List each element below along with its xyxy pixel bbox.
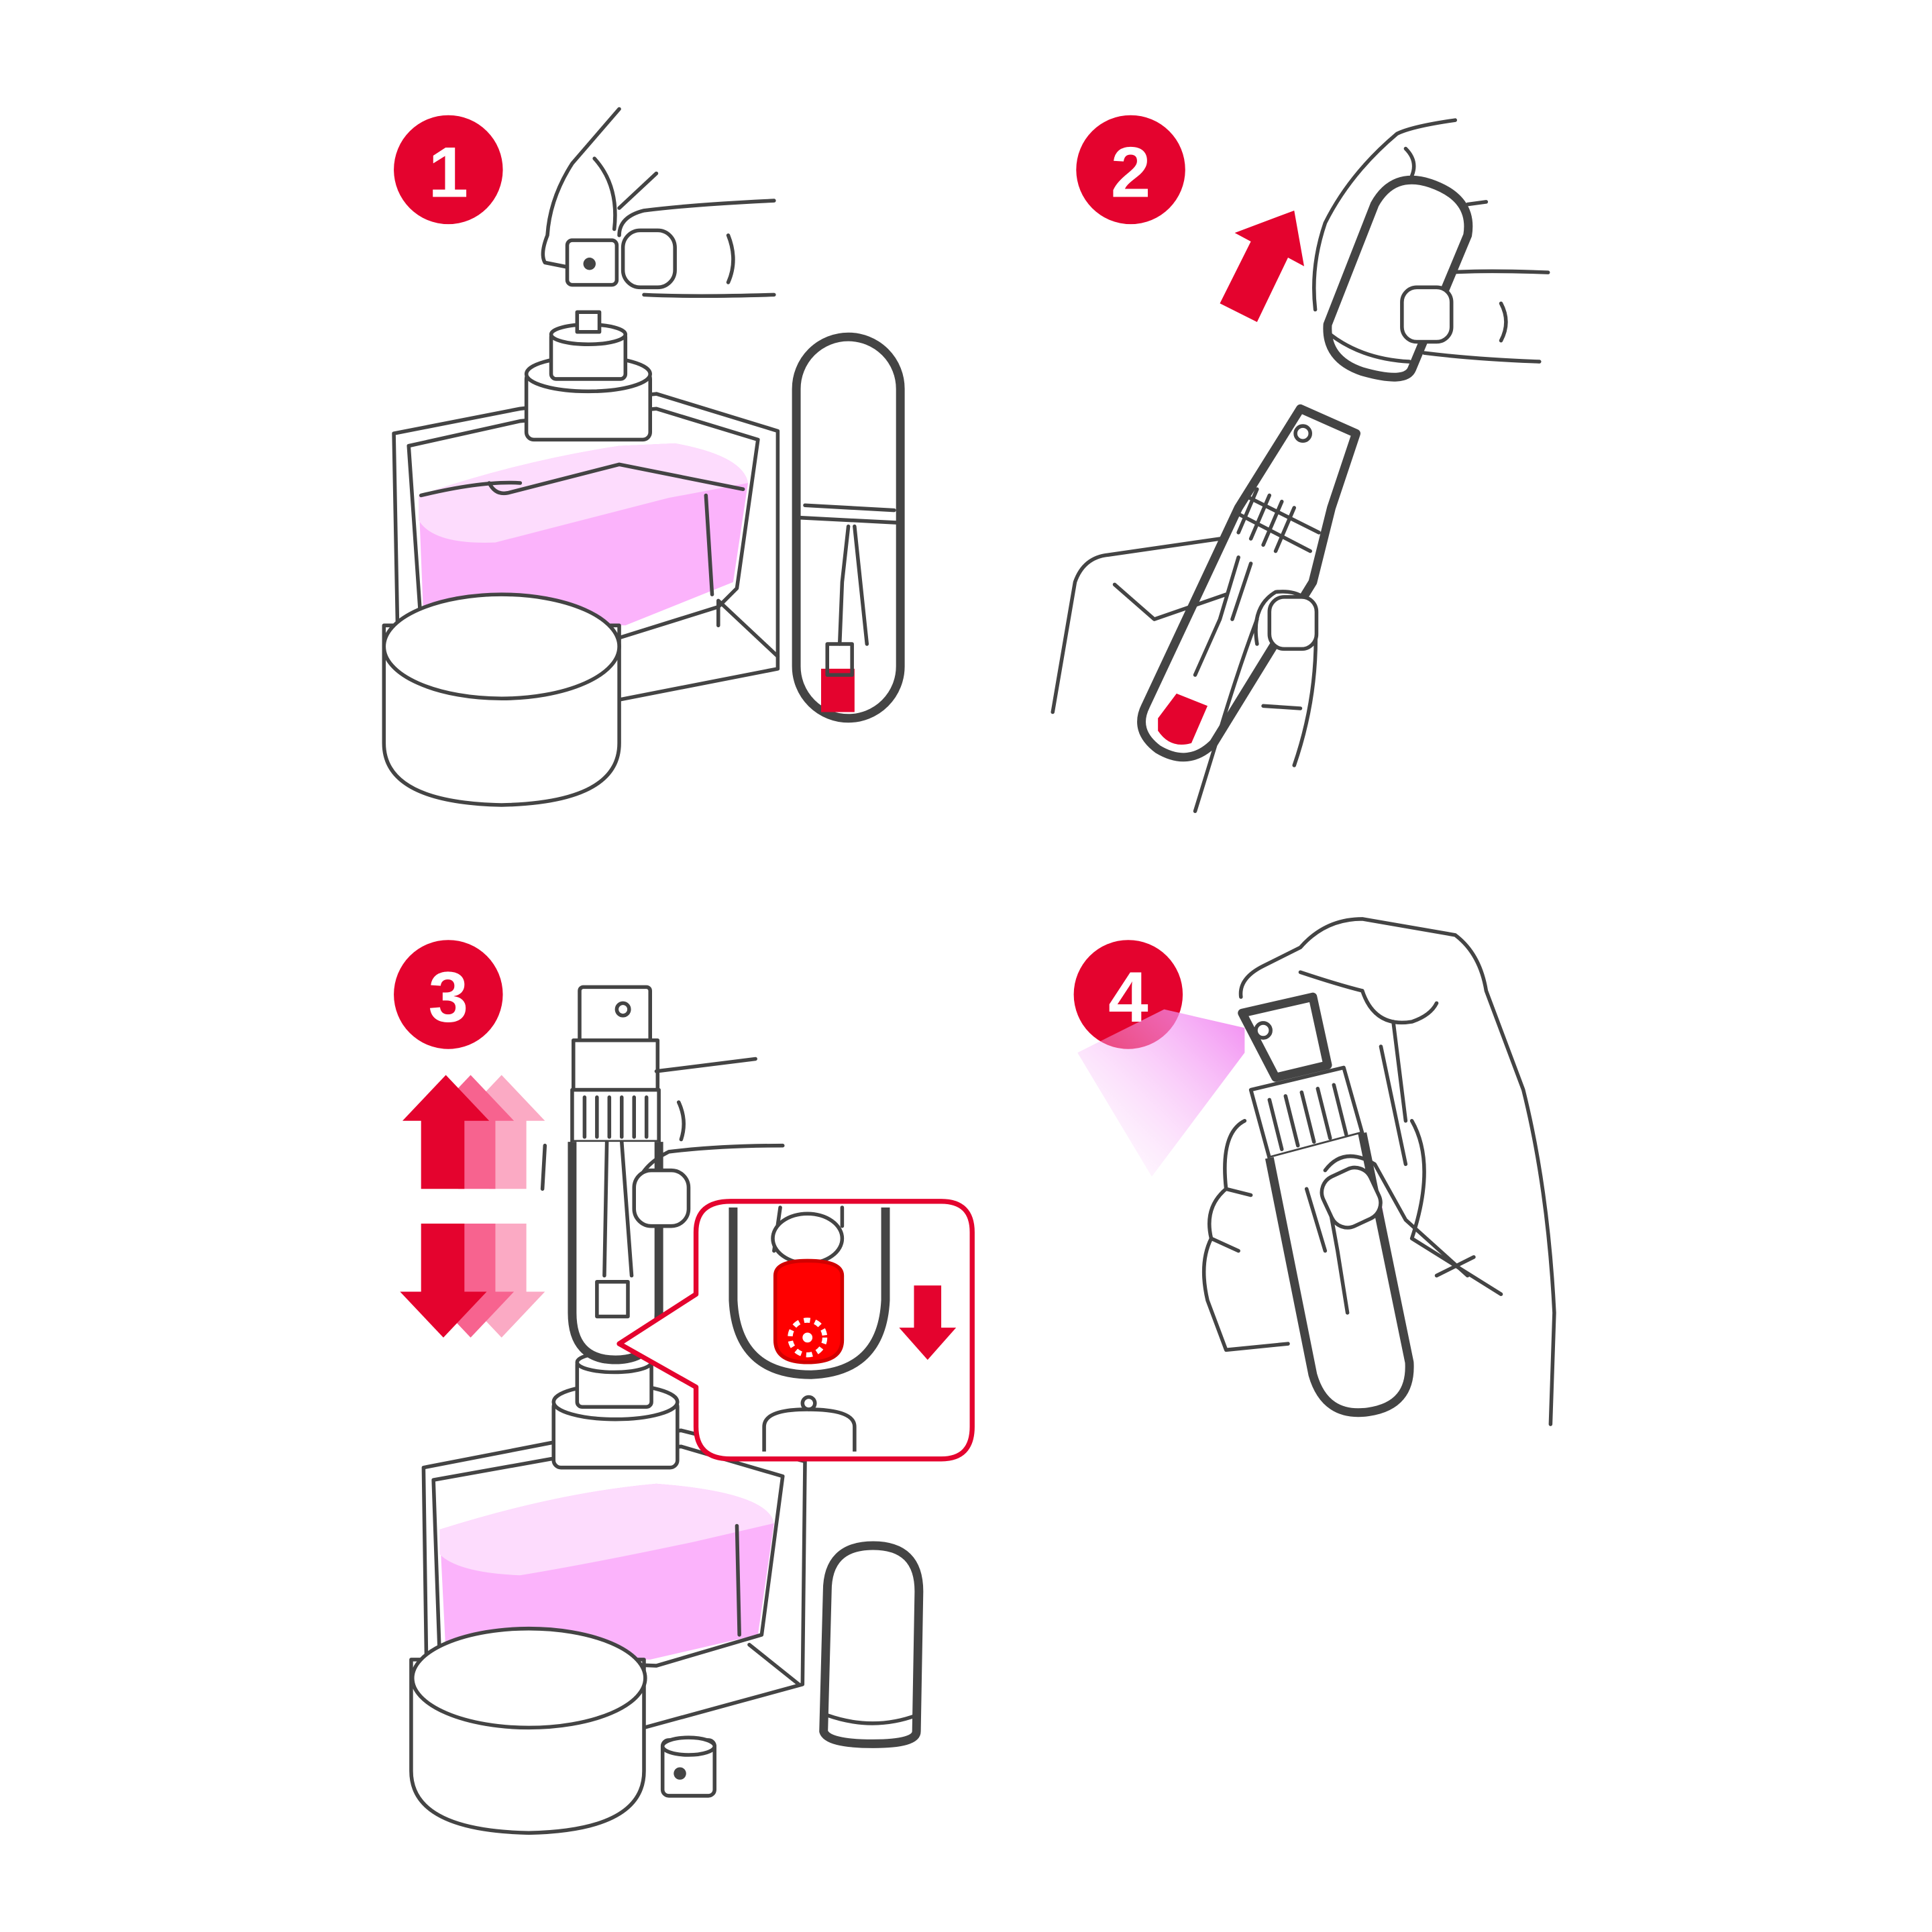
atomizer-cap	[819, 1541, 924, 1748]
atomizer-vial	[1137, 404, 1361, 762]
detail-inset	[616, 1199, 975, 1462]
pump-arrows-icon	[400, 1075, 545, 1338]
arrow-down-icon	[899, 1285, 957, 1360]
step-1: 1	[382, 107, 905, 807]
hand-icon	[1051, 537, 1319, 813]
step-badge-3: 3	[394, 940, 503, 1049]
step-badge-1: 1	[394, 115, 503, 225]
step-badge-2: 2	[1076, 115, 1185, 225]
step-number: 2	[1111, 132, 1151, 213]
step-4: 4	[1073, 917, 1556, 1426]
hand-icon	[1312, 118, 1550, 364]
hand-icon	[540, 1057, 785, 1228]
step-2: 2	[1051, 115, 1550, 813]
step-number: 1	[429, 132, 469, 213]
step-3: 3	[394, 940, 975, 1835]
step-number: 3	[429, 957, 469, 1037]
spray-mist	[1077, 1009, 1245, 1177]
arrow-up-icon	[1220, 210, 1304, 322]
atomizer-vial	[792, 332, 905, 723]
spray-nozzle-icon	[660, 1735, 716, 1798]
hand-icon	[541, 107, 776, 298]
bottle-cap	[382, 592, 621, 807]
atomizer-cap	[1323, 175, 1473, 382]
hand-icon	[1320, 1154, 1470, 1278]
spray-nozzle-icon	[565, 238, 619, 287]
hand-icon	[1201, 917, 1556, 1426]
bottle-cap	[409, 1626, 647, 1835]
